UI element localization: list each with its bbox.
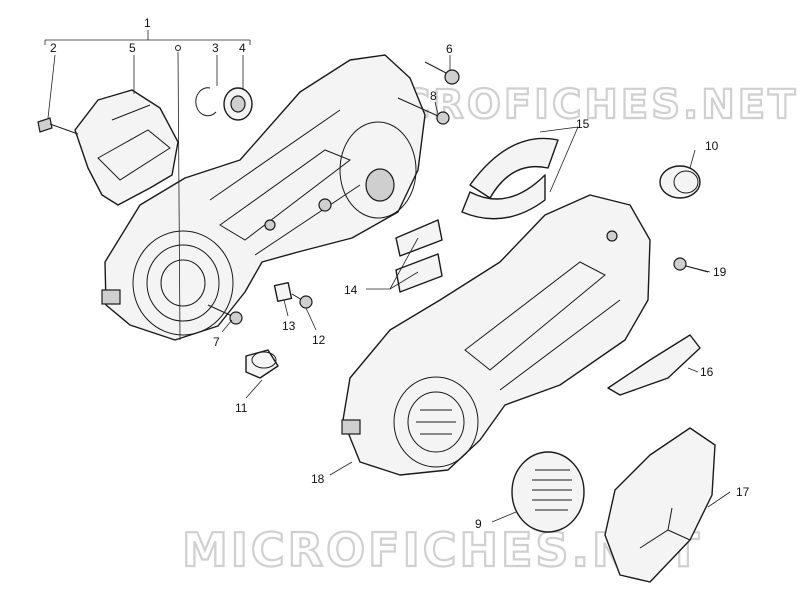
callout-17: 17 (736, 485, 750, 499)
part-11-cap (245, 349, 279, 379)
part-9-vent-cover (511, 451, 585, 533)
callout-6: 6 (446, 42, 453, 56)
part-4-bearing (223, 87, 253, 121)
callout-11: 11 (235, 401, 248, 415)
callout-10: 10 (705, 139, 719, 153)
callout-15: 15 (576, 117, 590, 131)
callout-4: 4 (239, 41, 246, 55)
part-10-cap (659, 165, 701, 199)
part-12-screw (291, 293, 313, 309)
callout-16: 16 (700, 365, 714, 379)
part-16-trim (607, 334, 701, 396)
part-17-outer-cap (604, 427, 716, 583)
part-14-blocks (395, 219, 443, 293)
callout-2: 2 (50, 41, 57, 55)
part-5-shroud (74, 89, 179, 206)
callout-13: 13 (282, 319, 296, 333)
part-6-screw (424, 61, 460, 85)
callout-5: 5 (129, 41, 136, 55)
callout-19: 19 (713, 265, 727, 279)
part-18-outer-cover (341, 194, 651, 476)
callout-3: 3 (212, 41, 219, 55)
part-15-shoes (461, 137, 559, 220)
part-3-circlip (195, 87, 217, 117)
callout-18: 18 (311, 472, 325, 486)
callout-7: 7 (213, 335, 220, 349)
callout-14: 14 (344, 283, 358, 297)
callout-9: 9 (475, 517, 482, 531)
leader-lines (44, 30, 731, 523)
callout-12: 12 (312, 333, 326, 347)
part-2-screw (37, 117, 79, 135)
part-8-screw (397, 97, 450, 125)
inner-transmission-cover (101, 54, 426, 341)
callout-1: 1 (144, 16, 151, 30)
part-13-clip-nut (273, 282, 293, 302)
part-7-bolt (207, 304, 243, 325)
callout-8: 8 (430, 89, 437, 103)
